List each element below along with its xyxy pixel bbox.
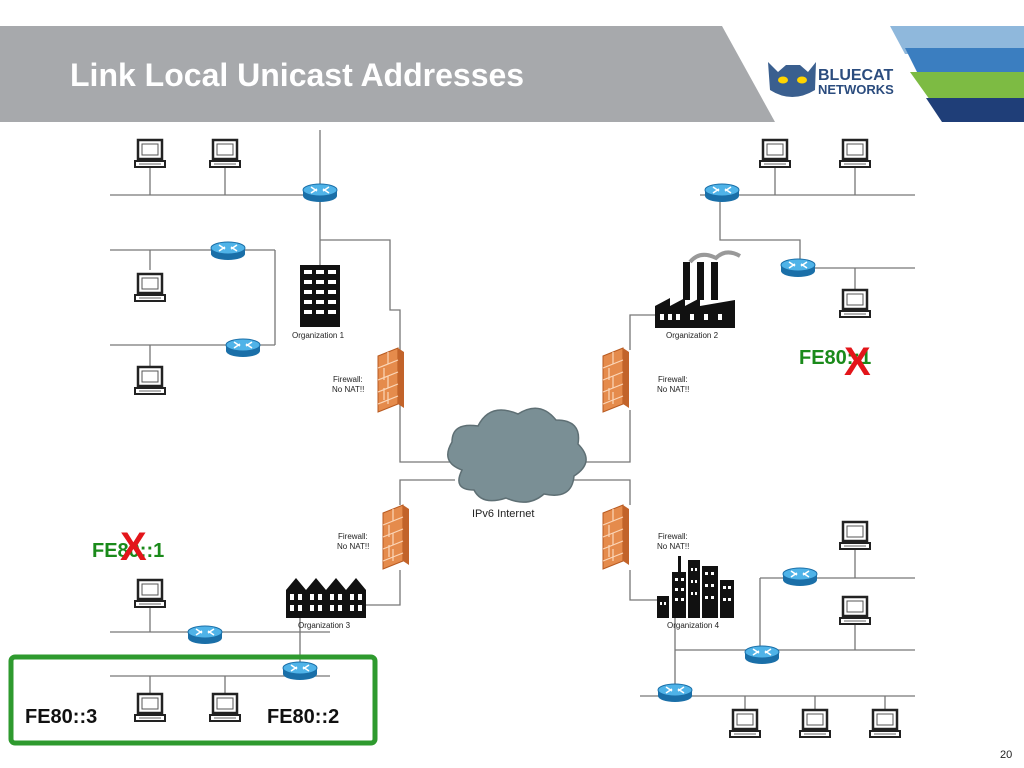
bluecat-logo: BLUECAT NETWORKS bbox=[768, 62, 894, 97]
firewall-label: Firewall: bbox=[333, 375, 363, 384]
firewall-label: Firewall: bbox=[658, 532, 688, 541]
organization-label: Organization 3 bbox=[298, 621, 351, 630]
firewall-label: No NAT!! bbox=[657, 542, 689, 551]
computer-icon bbox=[838, 138, 872, 169]
computer-icon bbox=[838, 288, 872, 319]
firewall-icon bbox=[377, 347, 405, 413]
network-cables bbox=[110, 130, 915, 715]
city-skyline-icon bbox=[657, 556, 734, 618]
reject-x-org2: X bbox=[844, 340, 871, 384]
computer-icon bbox=[133, 138, 167, 169]
address-label-org3-rejected: FE80::1 bbox=[92, 540, 164, 562]
logo-line2: NETWORKS bbox=[818, 82, 894, 97]
router-icon bbox=[187, 625, 223, 645]
computer-icon bbox=[758, 138, 792, 169]
computer-icon bbox=[133, 365, 167, 396]
factory-icon bbox=[655, 250, 741, 328]
cat-head-icon bbox=[768, 62, 816, 97]
computer-icon bbox=[868, 708, 902, 739]
organization-label: Organization 1 bbox=[292, 331, 345, 340]
computer-icon bbox=[133, 578, 167, 609]
organization-label: Organization 4 bbox=[667, 621, 720, 630]
computer-icon bbox=[838, 520, 872, 551]
firewall-icon bbox=[602, 504, 630, 570]
router-icon bbox=[657, 683, 693, 703]
computer-icon bbox=[838, 595, 872, 626]
router-icon bbox=[282, 661, 318, 681]
slide-number: 20 bbox=[1000, 749, 1012, 761]
firewall-label: No NAT!! bbox=[337, 542, 369, 551]
townhouses-icon bbox=[286, 578, 366, 618]
slide-title: Link Local Unicast Addresses bbox=[70, 57, 524, 93]
header-bar bbox=[0, 26, 775, 122]
office-building-icon bbox=[300, 265, 340, 327]
reject-x-org3: X bbox=[120, 525, 147, 569]
highlight-box bbox=[8, 654, 378, 746]
address-label-org3-host-a: FE80::3 bbox=[25, 706, 97, 728]
corner-stripes bbox=[890, 26, 1024, 122]
computer-icon bbox=[133, 692, 167, 723]
logo-line1: BLUECAT bbox=[818, 67, 893, 84]
ipv6-internet-cloud: IPv6 Internet bbox=[447, 407, 587, 520]
computer-icon bbox=[728, 708, 762, 739]
computer-icon bbox=[133, 272, 167, 303]
router-icon bbox=[780, 258, 816, 278]
computer-icon bbox=[208, 692, 242, 723]
firewall-label: Firewall: bbox=[338, 532, 368, 541]
organization-label: Organization 2 bbox=[666, 331, 719, 340]
address-label-org3-host-b: FE80::2 bbox=[267, 706, 339, 728]
firewall-label: Firewall: bbox=[658, 375, 688, 384]
address-label-org2: FE80::1 bbox=[799, 347, 871, 369]
cloud-label: IPv6 Internet bbox=[472, 508, 534, 520]
computer-icon bbox=[798, 708, 832, 739]
firewall-label: No NAT!! bbox=[332, 385, 364, 394]
firewall-icon bbox=[602, 347, 630, 413]
router-icon bbox=[210, 241, 246, 261]
router-icon bbox=[782, 567, 818, 587]
computer-icon bbox=[208, 138, 242, 169]
router-icon bbox=[302, 183, 338, 203]
router-icon bbox=[704, 183, 740, 203]
firewall-label: No NAT!! bbox=[657, 385, 689, 394]
router-icon bbox=[225, 338, 261, 358]
firewall-icon bbox=[382, 504, 410, 570]
router-icon bbox=[744, 645, 780, 665]
